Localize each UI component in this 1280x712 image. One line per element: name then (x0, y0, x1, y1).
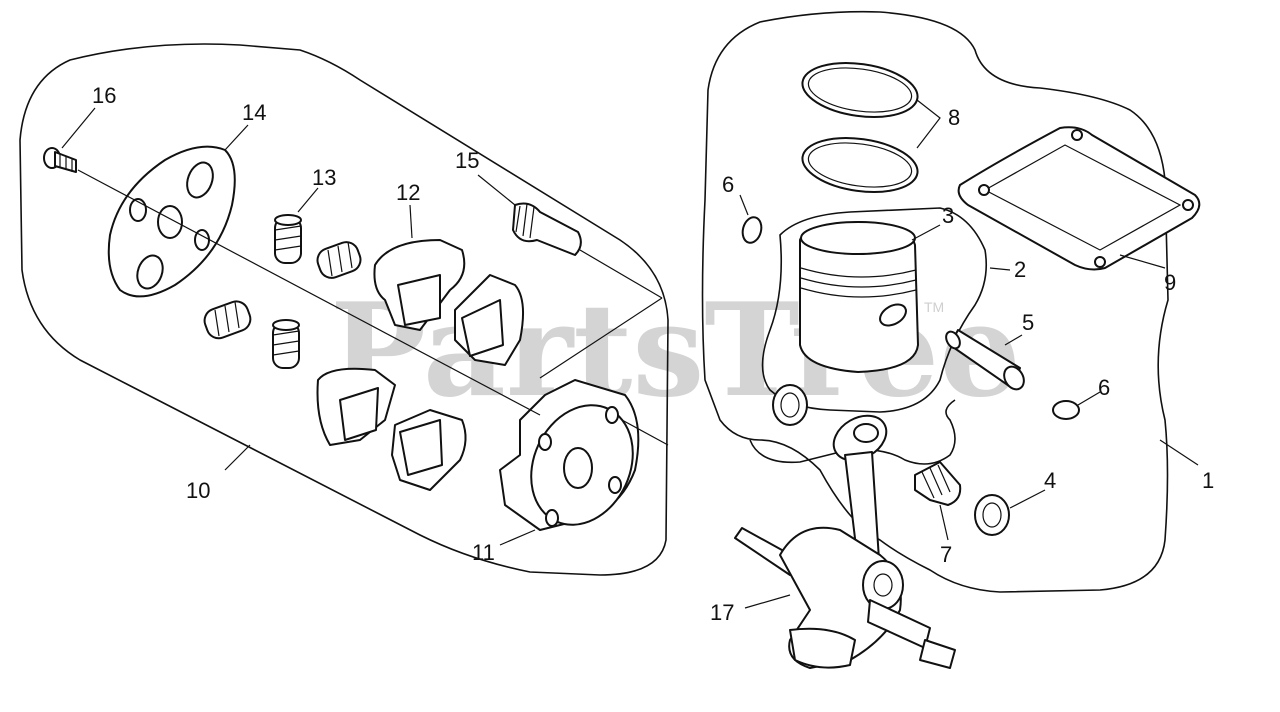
part-9-gasket[interactable] (957, 126, 1201, 271)
callout-11: 11 (472, 540, 495, 565)
cylinder-outline (761, 207, 988, 413)
callout-1: 1 (1202, 468, 1214, 493)
spring-1 (274, 214, 302, 264)
leader-lines (61, 99, 1199, 609)
callout-8: 8 (948, 105, 960, 130)
callout-5: 5 (1022, 310, 1034, 335)
callout-10: 10 (186, 478, 210, 503)
callout-4: 4 (1044, 468, 1056, 493)
callout-9: 9 (1164, 270, 1176, 295)
callout-13: 13 (312, 165, 336, 190)
part-13-springs[interactable] (201, 214, 364, 369)
part-5-piston-pin[interactable] (943, 329, 1027, 393)
engine-group-outline (701, 10, 1169, 593)
part-14-clutch-plate[interactable] (107, 145, 236, 298)
callout-6-lower: 6 (1098, 375, 1110, 400)
part-17-crankshaft[interactable] (734, 407, 956, 669)
part-7-needle-bearing[interactable] (914, 461, 962, 506)
callout-labels: 16 14 13 12 15 10 11 8 6 3 2 9 5 6 1 4 7… (92, 83, 1214, 625)
watermark-trademark: TM (924, 299, 944, 315)
part-4-oil-seal[interactable] (974, 494, 1010, 536)
crankcase-outline (749, 399, 956, 465)
part-12-clutch-shoes[interactable] (316, 239, 525, 491)
callout-6-upper: 6 (722, 172, 734, 197)
clutch-axis-lines (77, 169, 669, 446)
part-8-piston-rings[interactable] (799, 56, 921, 199)
callout-3: 3 (942, 203, 954, 228)
cylinder-seal (772, 384, 808, 426)
spring-4 (272, 319, 300, 369)
callout-16: 16 (92, 83, 116, 108)
callout-17: 17 (710, 600, 734, 625)
part-6-circlip-upper[interactable] (740, 215, 764, 245)
callout-15: 15 (455, 148, 479, 173)
part-16-screw[interactable] (43, 147, 77, 173)
callout-2: 2 (1014, 257, 1026, 282)
callout-7: 7 (940, 542, 952, 567)
callout-12: 12 (396, 180, 420, 205)
part-11-clutch-hub[interactable] (499, 379, 652, 541)
part-6-circlip-lower[interactable] (1052, 400, 1080, 420)
spring-2 (316, 241, 362, 279)
callout-14: 14 (242, 100, 266, 125)
spring-3 (203, 300, 252, 340)
clutch-group-outline (19, 43, 669, 576)
part-15-bolt[interactable] (512, 202, 582, 256)
part-3-piston[interactable] (799, 221, 919, 373)
